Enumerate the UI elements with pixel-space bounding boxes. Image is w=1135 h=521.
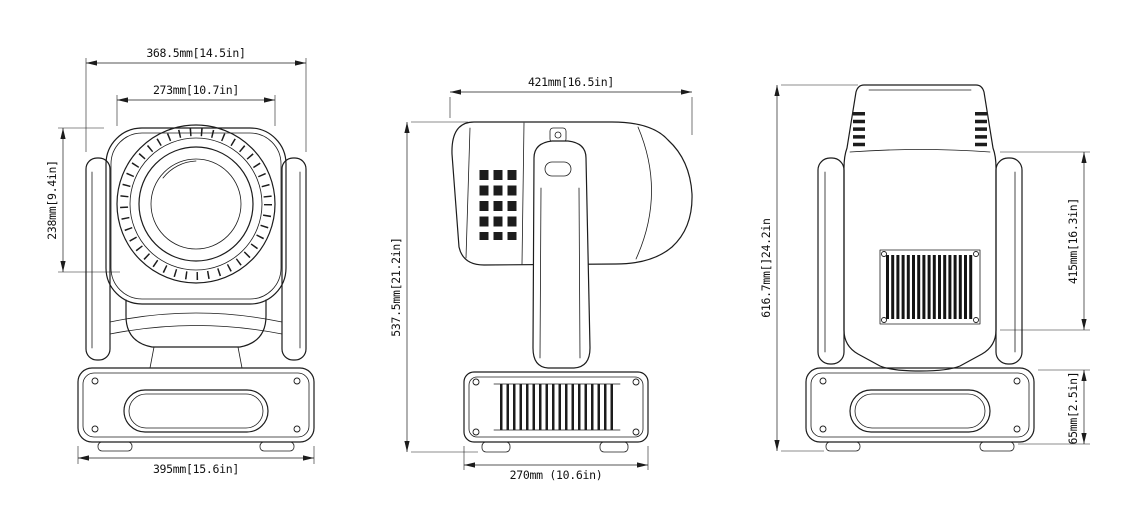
back-heatsink-frame xyxy=(879,249,981,325)
back-yoke-arm-right xyxy=(995,157,1023,365)
dim-side-overall-height: 537.5mm[21.2in] xyxy=(389,237,403,336)
front-head-shell xyxy=(105,127,287,305)
dim-front-overall-width: 368.5mm[14.5in] xyxy=(146,46,245,60)
front-dimensions: 368.5mm[14.5in] 273mm[10.7in] 238mm[9.4i… xyxy=(45,46,315,476)
side-yoke-arm xyxy=(532,127,591,369)
dim-front-base-width: 395mm[15.6in] xyxy=(153,462,239,476)
back-foot-right xyxy=(979,441,1015,452)
front-lower-body xyxy=(109,299,283,369)
back-view xyxy=(805,84,1035,452)
back-base xyxy=(805,367,1035,452)
front-base xyxy=(77,367,315,452)
dim-front-lens-width: 273mm[10.7in] xyxy=(153,83,239,97)
front-foot-right xyxy=(259,441,295,452)
back-foot-left xyxy=(825,441,861,452)
side-view xyxy=(451,121,693,453)
side-dimensions: 421mm[16.5in] 537.5mm[21.2in] 270mm (10.… xyxy=(389,75,693,482)
back-base-recess xyxy=(849,389,991,433)
side-yoke-handle-slot xyxy=(544,161,572,177)
dim-back-head-height: 415mm[16.3in] xyxy=(1066,198,1080,284)
back-dimensions: 616.7mm[]24.2in 415mm[16.3in] 65mm[2.5in… xyxy=(759,84,1090,452)
dim-front-head-height: 238mm[9.4in] xyxy=(45,160,59,239)
side-base xyxy=(463,371,649,453)
dim-side-base-depth: 270mm (10.6in) xyxy=(510,468,603,482)
back-yoke-arm-left xyxy=(817,157,845,365)
front-lens xyxy=(116,124,276,284)
dim-back-base-height: 65mm[2.5in] xyxy=(1066,372,1080,445)
dim-side-depth: 421mm[16.5in] xyxy=(528,75,614,89)
side-head xyxy=(451,121,693,266)
front-view xyxy=(77,124,315,452)
front-yoke-arm-left xyxy=(85,157,111,361)
back-head xyxy=(843,84,997,372)
side-foot-left xyxy=(481,441,511,453)
front-base-recess xyxy=(123,389,269,433)
lens-bezel-ticks xyxy=(120,128,272,280)
front-foot-left xyxy=(97,441,133,452)
front-yoke-arm-right xyxy=(281,157,307,361)
side-foot-right xyxy=(599,441,629,453)
dim-back-overall-height: 616.7mm[]24.2in xyxy=(759,218,773,317)
